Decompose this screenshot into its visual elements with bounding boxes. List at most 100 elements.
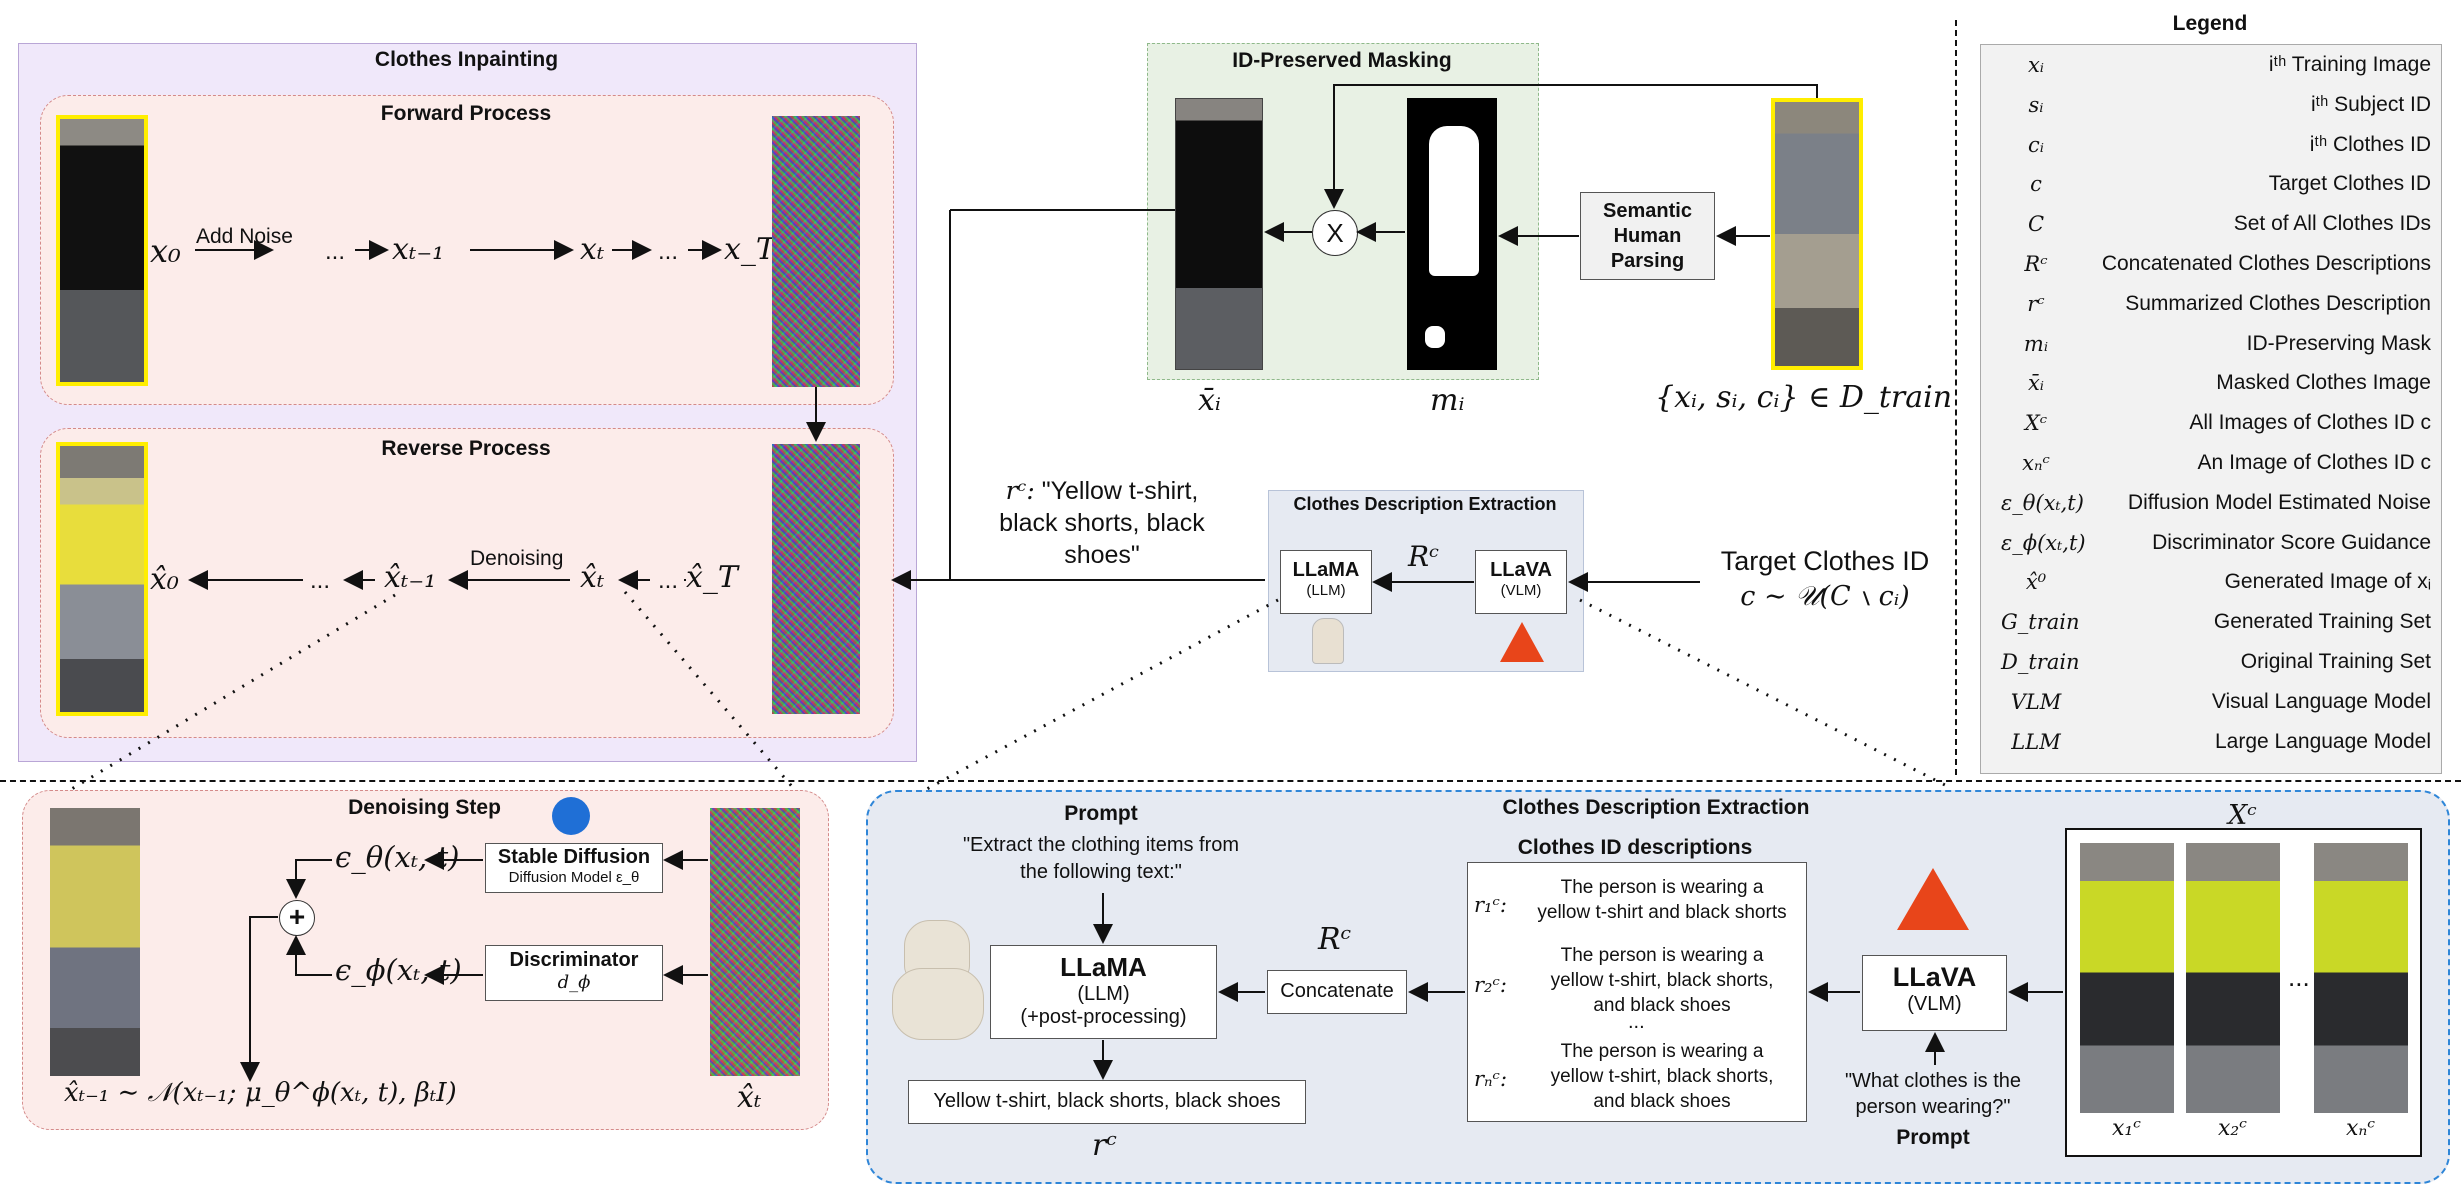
legend-description: Discriminator Score Guidance	[2152, 530, 2431, 554]
parsing-line-1: Semantic	[1603, 200, 1692, 222]
discriminator-box: Discriminator d_ϕ	[485, 945, 663, 1001]
legend-description: Visual Language Model	[2211, 689, 2431, 713]
reverse-xT: x̂_T	[686, 560, 738, 595]
parsing-line-3: Parsing	[1610, 250, 1685, 272]
llava-small-box: LLaVA (VLM)	[1475, 550, 1567, 614]
desc-r1-line-2: yellow t-shirt and black shorts	[1537, 902, 1787, 923]
semantic-human-parsing-box: Semantic Human Parsing	[1580, 192, 1715, 280]
llama-large-icon	[888, 920, 984, 1044]
clothes-image-2	[2186, 843, 2280, 1113]
legend-description: Generated Image of xᵢ	[2224, 570, 2431, 594]
desc-rn-text: The person is wearing a yellow t-shirt, …	[1522, 1039, 1802, 1114]
legend-row: C Set of All Clothes IDs	[1981, 212, 2441, 252]
prompt-1-text: "Extract the clothing items from the fol…	[946, 832, 1256, 886]
prompt-1-line-1: "Extract the clothing items from	[962, 834, 1240, 856]
legend-symbol: xᵢ	[2027, 53, 2045, 77]
llama-large-label: LLaMA	[1060, 952, 1147, 982]
rc-quote: rᶜ: "Yellow t-shirt, black shorts, black…	[972, 475, 1232, 571]
forward-process-title: Forward Process	[380, 102, 552, 125]
divider-vertical	[1955, 20, 1957, 775]
legend-symbol: LLM	[2011, 729, 2061, 754]
clothes-image-1	[2080, 843, 2174, 1113]
legend-description: Masked Clothes Image	[2216, 371, 2431, 395]
reverse-dots-2: ...	[658, 567, 679, 594]
legend-symbol: x̂⁰	[2025, 570, 2047, 595]
legend-symbol: D_train	[2001, 650, 2080, 674]
legend-symbol: xₙᶜ	[2022, 451, 2050, 475]
desc-r2-text: The person is wearing a yellow t-shirt, …	[1522, 943, 1802, 1018]
id-masking-title: ID-Preserved Masking	[1232, 49, 1452, 72]
noise-image-forward	[772, 116, 860, 387]
desc-r2-line-3: and black shoes	[1593, 995, 1731, 1016]
noise-image-reverse	[772, 444, 860, 714]
desc-r1-line-1: The person is wearing a	[1560, 877, 1764, 898]
id-preserving-mask-image	[1407, 98, 1497, 370]
target-clothes-id-line-2: c ∼ 𝒰(C ∖ cᵢ)	[1740, 581, 1910, 612]
prompt-2-title: Prompt	[1896, 1126, 1970, 1149]
generated-person-image	[56, 442, 148, 716]
legend-description: iᵗʰ Subject ID	[2310, 92, 2431, 116]
legend-row: xᵢ iᵗʰ Training Image	[1981, 53, 2441, 93]
legend-symbol: Rᶜ	[2024, 252, 2048, 276]
rc-quote-line-1: "Yellow t-shirt,	[1041, 477, 1199, 505]
clothes-images-dots: ...	[2288, 962, 2310, 992]
legend-row: ε_ϕ(xₜ,t)Discriminator Score Guidance	[1981, 531, 2441, 571]
desc-rn-line-2: yellow t-shirt, black shorts,	[1550, 1066, 1774, 1087]
target-clothes-id-line-1: Target Clothes ID	[1720, 546, 1930, 576]
legend-symbol: C	[2027, 212, 2045, 237]
legend-description: Generated Training Set	[2213, 610, 2431, 634]
legend-description: Diffusion Model Estimated Noise	[2127, 490, 2431, 514]
forward-xt: xₜ	[580, 232, 605, 267]
legend-description: Concatenated Clothes Descriptions	[2101, 252, 2431, 275]
legend-description: iᵗʰ Clothes ID	[2309, 132, 2431, 156]
legend-description: iᵗʰ Training Image	[2268, 53, 2431, 76]
concatenate-box: Concatenate	[1267, 970, 1407, 1014]
rc-quote-line-2: black shorts, black	[999, 509, 1205, 537]
llava-small-sub: (VLM)	[1500, 582, 1542, 599]
desc-ellipsis: ...	[1628, 1011, 1645, 1033]
llama-small-sub: (LLM)	[1306, 582, 1346, 599]
label-xbar-i: x̄ᵢ	[1198, 383, 1221, 418]
legend-description: Original Training Set	[2240, 650, 2431, 673]
legend-description: Set of All Clothes IDs	[2233, 212, 2431, 236]
cde-large-title: Clothes Description Extraction	[1502, 796, 1810, 819]
llama-large-box: LLaMA (LLM) (+post-processing)	[990, 945, 1217, 1039]
llava-small-label: LLaVA	[1490, 559, 1552, 581]
llama-large-sub-2: (+post-processing)	[1020, 1006, 1187, 1028]
legend-symbol: Xᶜ	[2024, 411, 2048, 436]
output-box: Yellow t-shirt, black shorts, black shoe…	[908, 1080, 1306, 1124]
reverse-x0: x̂₀	[150, 562, 179, 597]
llava-large-sub: (VLM)	[1907, 993, 1962, 1015]
llama-large-sub: (LLM)	[1077, 983, 1130, 1005]
x1c-label: x₁ᶜ	[2112, 1116, 2141, 1141]
clothes-id-descriptions-box: r₁ᶜ: The person is wearing a yellow t-sh…	[1467, 862, 1807, 1122]
forward-dots-1: ...	[325, 238, 346, 265]
reverse-xt-1: x̂ₜ₋₁	[384, 560, 437, 595]
clothes-id-descriptions-title: Clothes ID descriptions	[1517, 836, 1753, 859]
prompt-1-title: Prompt	[1064, 802, 1138, 825]
stable-diffusion-box: Stable Diffusion Diffusion Model ε_θ	[485, 843, 663, 893]
cde-small-title: Clothes Description Extraction	[1293, 494, 1557, 514]
llama-small-box: LLaMA (LLM)	[1280, 550, 1372, 614]
legend-description: Large Language Model	[2214, 729, 2431, 753]
legend-symbol: rᶜ	[2027, 291, 2045, 316]
x2c-label: x₂ᶜ	[2218, 1116, 2247, 1141]
stable-diffusion-sub: Diffusion Model ε_θ	[508, 869, 640, 886]
legend-symbol: sᵢ	[2028, 92, 2044, 117]
reverse-xt: x̂ₜ	[580, 560, 605, 595]
volcano-large-icon	[1897, 868, 1969, 930]
legend-row: LLM Large Language Model	[1981, 730, 2441, 770]
legend-row: Rᶜ Concatenated Clothes Descriptions	[1981, 252, 2441, 292]
prompt-2-line-2: person wearing?"	[1855, 1096, 2011, 1118]
clothes-image-n	[2314, 843, 2408, 1113]
prompt-2-line-1: "What clothes is the	[1844, 1070, 2022, 1092]
noisy-person-image	[710, 808, 800, 1076]
legend-description: Target Clothes ID	[2268, 172, 2431, 196]
prompt-2-text: "What clothes is the person wearing?"	[1818, 1068, 2048, 1120]
parsing-line-2: Human	[1613, 225, 1682, 247]
rc-quote-line-3: shoes"	[1064, 541, 1140, 569]
